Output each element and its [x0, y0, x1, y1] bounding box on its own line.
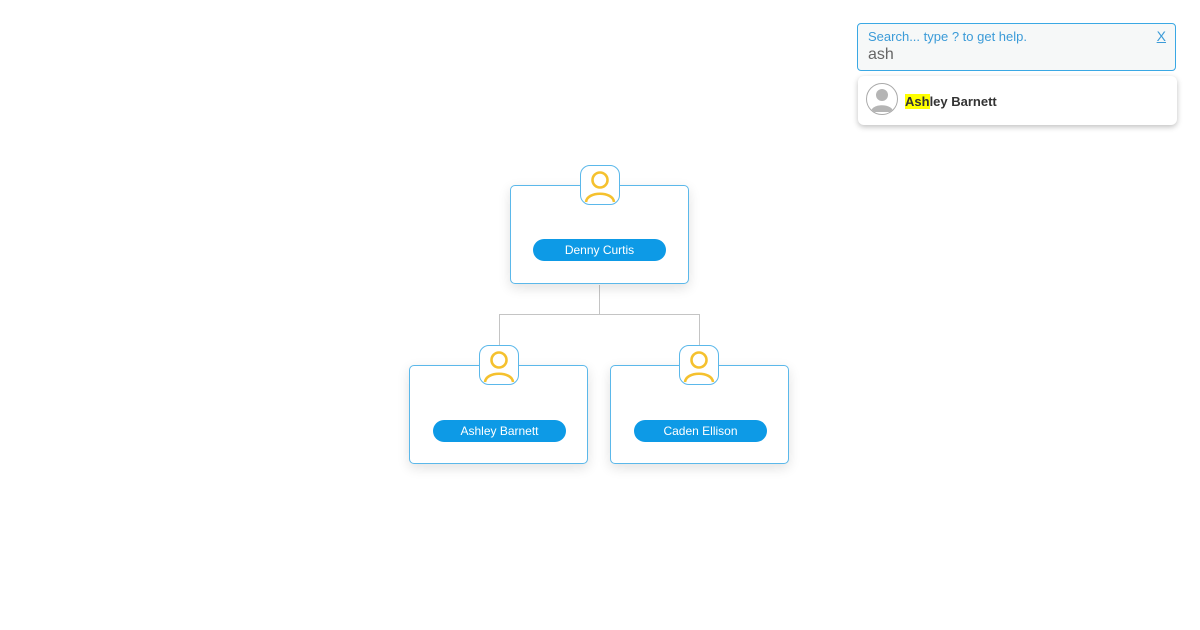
search-help-text: Search... type ? to get help.: [868, 29, 1027, 44]
search-result-item[interactable]: Ashley Barnett: [858, 76, 1177, 125]
person-icon: [679, 345, 719, 385]
search-result-rest: ley Barnett: [929, 94, 997, 109]
search-results: Ashley Barnett: [858, 76, 1177, 125]
connector-left-down: [499, 314, 500, 346]
person-icon: [479, 345, 519, 385]
search-input[interactable]: ash: [868, 46, 894, 63]
connector-horizontal: [499, 314, 700, 315]
node-name-label: Ashley Barnett: [433, 420, 566, 442]
connector-right-down: [699, 314, 700, 346]
search-match-highlight: Ash: [905, 94, 930, 109]
node-name-label: Denny Curtis: [533, 239, 666, 261]
close-search-button[interactable]: X: [1156, 28, 1166, 44]
search-result-name: Ashley Barnett: [905, 94, 997, 109]
connector-root-down: [599, 285, 600, 315]
search-box[interactable]: Search... type ? to get help. ash X: [857, 23, 1176, 71]
person-icon: [580, 165, 620, 205]
avatar-icon: [866, 83, 898, 115]
node-name-label: Caden Ellison: [634, 420, 767, 442]
